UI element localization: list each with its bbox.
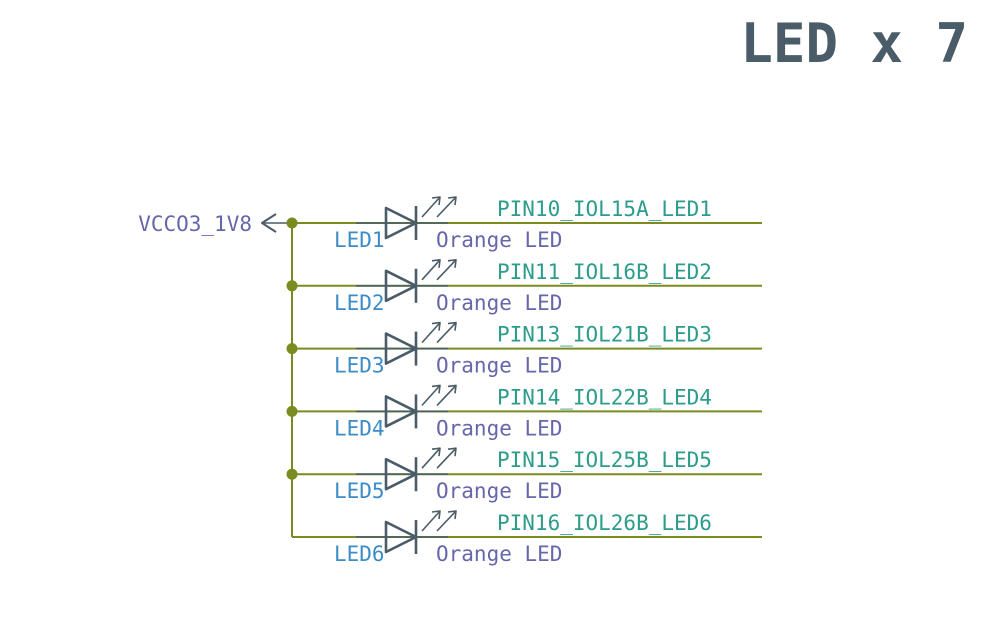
light-emission-icon — [421, 196, 457, 218]
net-label: PIN13_IOL21B_LED3 — [497, 323, 712, 347]
led-reference: LED4 — [334, 416, 385, 440]
led-value: Orange LED — [436, 228, 562, 252]
wire-junction — [286, 280, 298, 292]
led-value: Orange LED — [436, 291, 562, 315]
light-emission-icon — [421, 510, 457, 532]
net-label: PIN14_IOL22B_LED4 — [497, 385, 712, 409]
light-emission-icon — [421, 384, 457, 406]
light-emission-icon — [421, 321, 457, 344]
wire-junction — [286, 217, 298, 229]
led-value: Orange LED — [436, 479, 562, 503]
led-value: Orange LED — [436, 542, 562, 566]
led-diode-icon — [356, 384, 457, 429]
light-emission-icon — [421, 447, 457, 469]
net-label: PIN10_IOL15A_LED1 — [497, 197, 712, 221]
net-label: PIN11_IOL16B_LED2 — [497, 260, 712, 284]
wire-junction — [286, 405, 298, 417]
wire-junction — [286, 468, 298, 480]
led-diode-icon — [356, 258, 457, 303]
led-reference: LED3 — [334, 354, 385, 378]
led-value: Orange LED — [436, 354, 562, 378]
led-reference: LED6 — [334, 542, 385, 566]
led-diode-icon — [356, 196, 457, 240]
power-port[interactable]: VCCO3_1V8 — [138, 212, 292, 236]
led-diode-icon — [356, 510, 457, 554]
led-value: Orange LED — [436, 416, 562, 440]
led-diode-icon — [356, 447, 457, 492]
led-diode-icon — [356, 321, 457, 366]
net-label: PIN16_IOL26B_LED6 — [497, 511, 712, 535]
led-reference: LED5 — [334, 479, 385, 503]
sheet-title: LED x 7 — [740, 12, 968, 75]
wire-junction — [286, 343, 298, 355]
power-net-label: VCCO3_1V8 — [138, 212, 252, 236]
led-reference: LED2 — [334, 291, 385, 315]
led-reference: LED1 — [334, 228, 385, 252]
light-emission-icon — [421, 258, 457, 281]
net-label: PIN15_IOL25B_LED5 — [497, 448, 712, 472]
